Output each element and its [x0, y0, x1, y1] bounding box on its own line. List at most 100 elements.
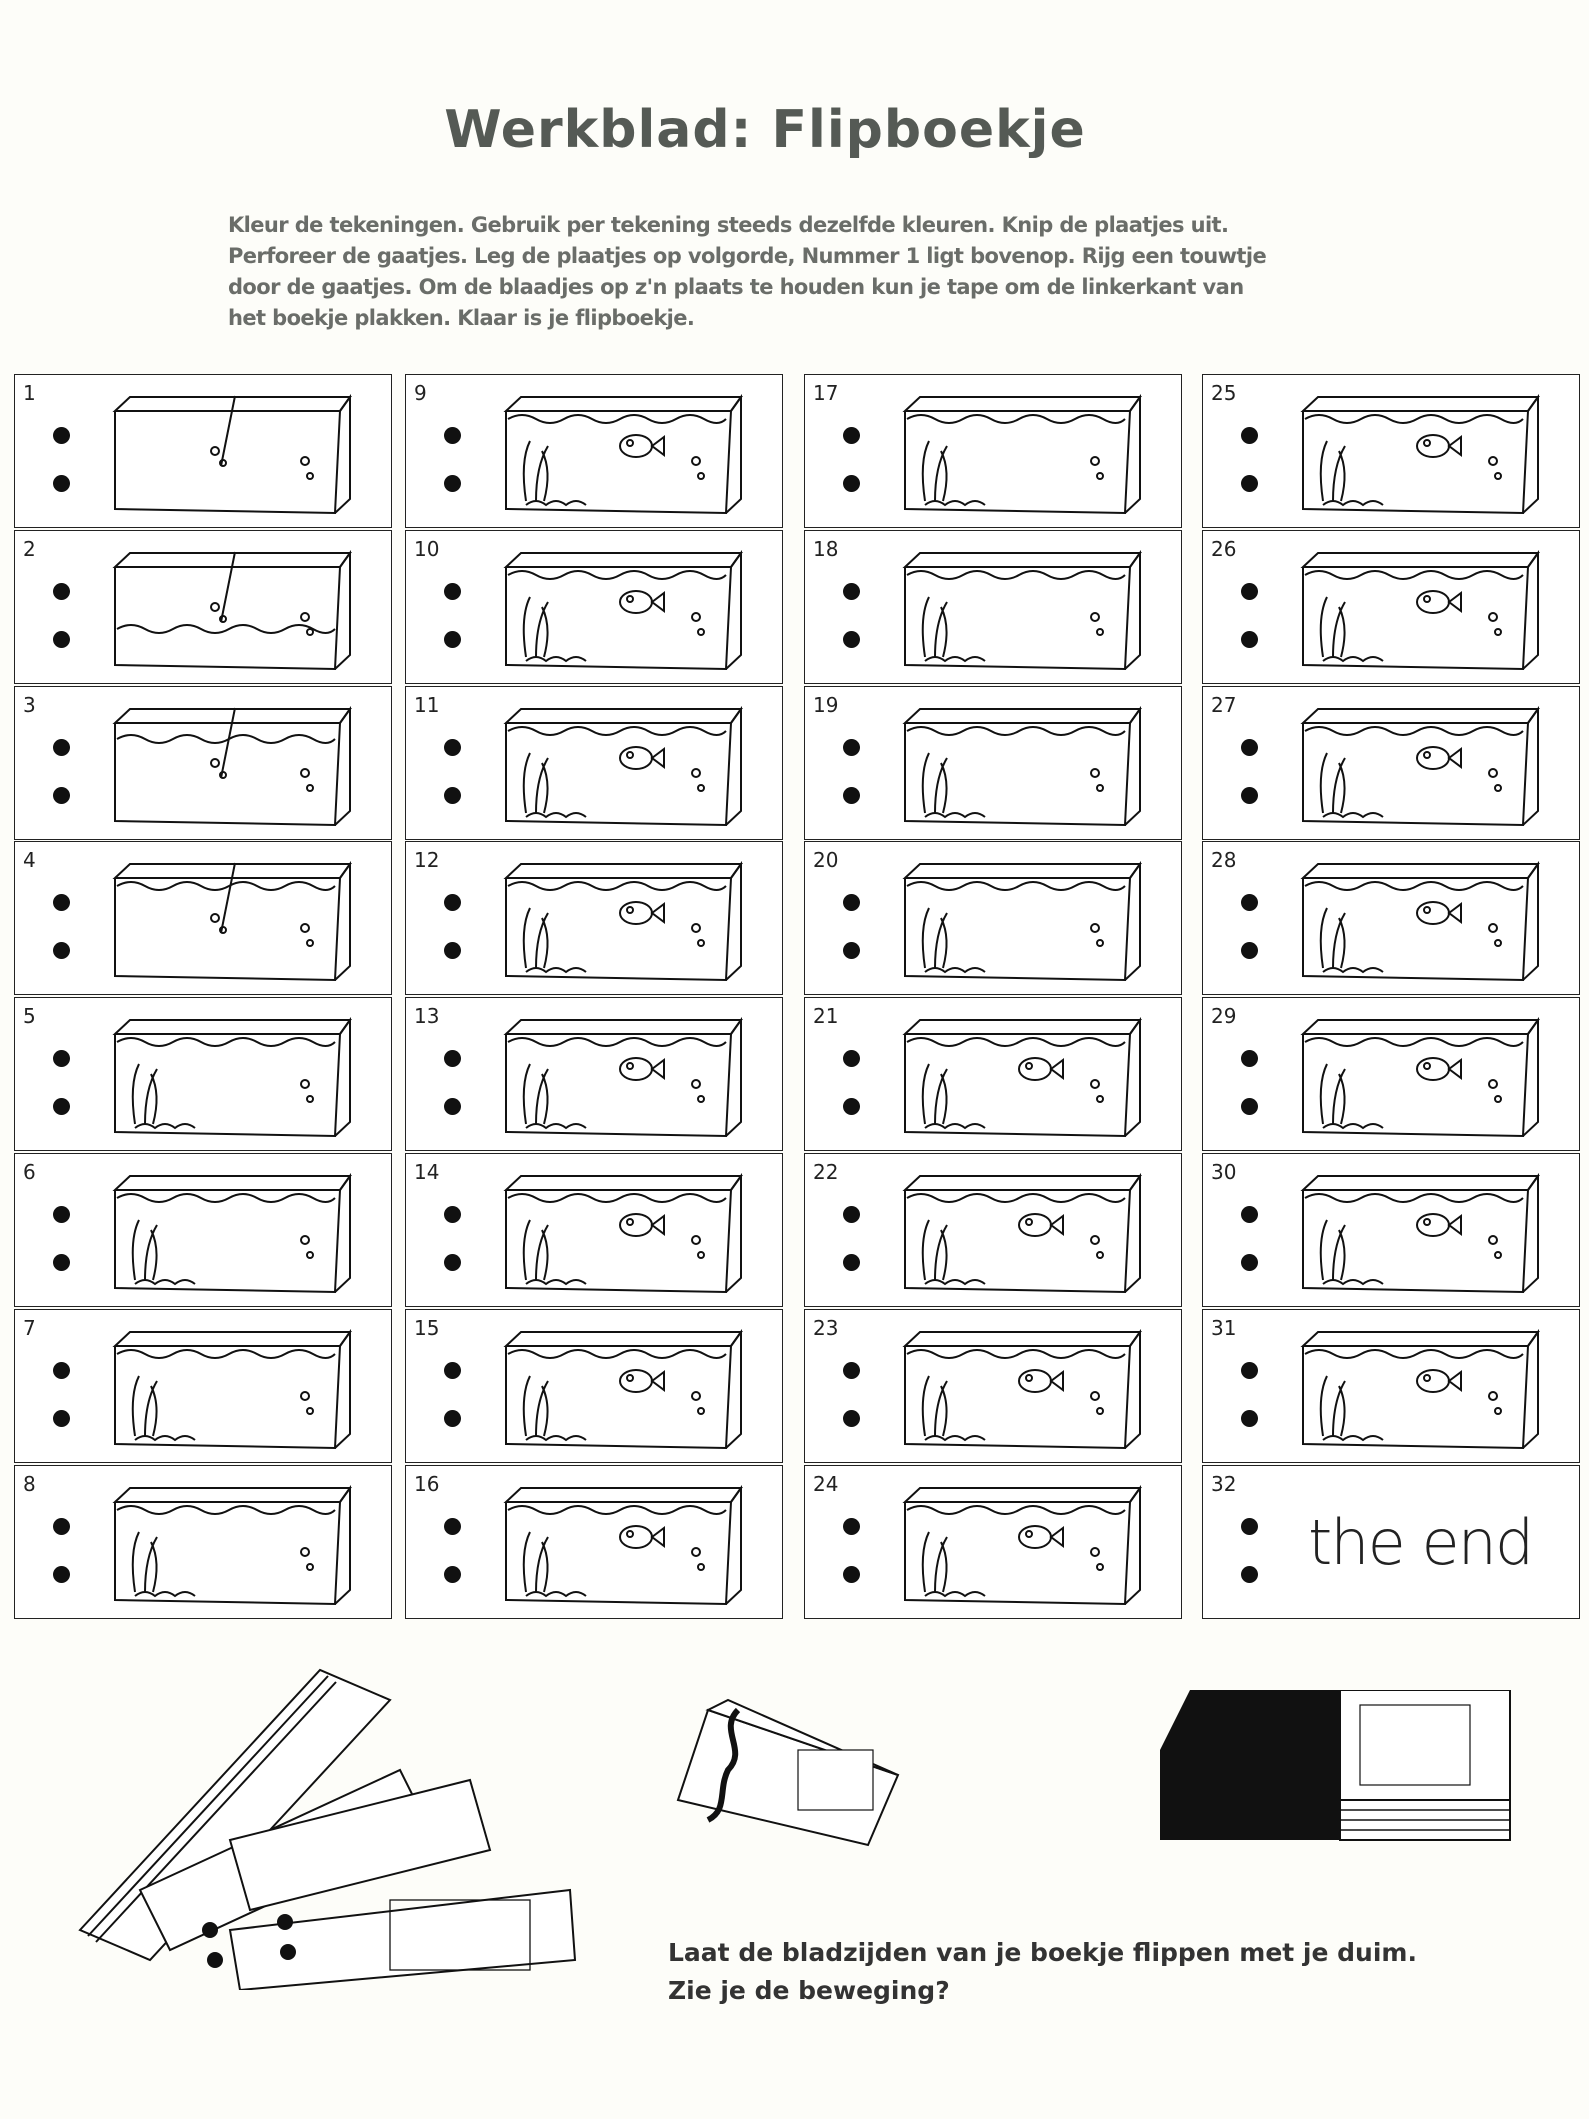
aquarium-drawing: [503, 705, 743, 826]
flipbook-card: 21: [804, 997, 1182, 1152]
footer-line: Zie je de beweging?: [668, 1976, 950, 2005]
aquarium-drawing: [503, 861, 743, 982]
flipbook-card: 8: [14, 1464, 392, 1619]
punch-hole: [1241, 427, 1258, 444]
card-number: 4: [23, 848, 36, 873]
aquarium-drawing: [112, 1328, 352, 1449]
card-number: 26: [1211, 536, 1237, 561]
punch-hole: [53, 1517, 70, 1535]
punch-hole: [843, 894, 860, 912]
card-number: 25: [1211, 381, 1237, 405]
aquarium-drawing: [902, 1484, 1142, 1605]
punch-hole: [444, 1050, 461, 1068]
card-number: 14: [414, 1160, 440, 1184]
card-number: 13: [414, 1004, 440, 1029]
card-number: 5: [23, 1004, 36, 1029]
card-number: 10: [414, 536, 440, 561]
punch-hole: [53, 1098, 70, 1116]
punch-hole: [53, 1565, 70, 1583]
aquarium-drawing: [1300, 1017, 1540, 1138]
punch-hole: [444, 1565, 461, 1583]
punch-hole: [444, 1254, 461, 1271]
card-number: 19: [813, 692, 839, 717]
footer-line: Laat de bladzijden van je boekje flippen…: [668, 1938, 1417, 1967]
punch-hole: [444, 1206, 461, 1223]
card-number: 27: [1211, 692, 1237, 717]
punch-hole: [444, 630, 461, 648]
punch-hole: [843, 1206, 860, 1223]
card-number: 17: [813, 381, 839, 405]
aquarium-drawing: [503, 1484, 743, 1605]
instruction-line: Kleur de tekeningen. Gebruik per tekenin…: [228, 213, 1229, 237]
aquarium-drawing: [503, 549, 743, 670]
flipbook-card: 11: [405, 685, 783, 840]
punch-hole: [843, 1409, 860, 1427]
punch-hole: [843, 1254, 860, 1271]
punch-hole: [53, 582, 70, 600]
flipbook-card: 28: [1202, 841, 1580, 996]
punch-hole: [444, 1098, 461, 1116]
instruction-line: Perforeer de gaatjes. Leg de plaatjes op…: [228, 244, 1267, 268]
flipbook-card: 17: [804, 374, 1182, 528]
end-text: the end: [1308, 1505, 1534, 1579]
flipbook-card: 14: [405, 1153, 783, 1307]
card-number: 23: [813, 1315, 839, 1340]
aquarium-drawing: [902, 705, 1142, 826]
flipbook-card: 4: [14, 841, 392, 996]
flipbook-card: 22: [804, 1153, 1182, 1307]
punch-hole: [53, 894, 70, 912]
flipbook-card: 23: [804, 1308, 1182, 1463]
card-number: 7: [23, 1315, 36, 1340]
aquarium-drawing: [503, 1172, 743, 1294]
card-number: 3: [23, 692, 36, 717]
punch-hole: [53, 1254, 70, 1271]
punch-hole: [1241, 1517, 1258, 1535]
card-number: 18: [813, 536, 839, 561]
card-number: 24: [813, 1471, 839, 1496]
punch-hole: [1241, 1254, 1258, 1271]
punch-hole: [1241, 582, 1258, 600]
flipbook-card: 15: [405, 1308, 783, 1463]
aquarium-drawing: [503, 1328, 743, 1449]
aquarium-drawing: [112, 1484, 352, 1605]
punch-hole: [53, 1206, 70, 1223]
punch-hole: [843, 630, 860, 648]
flipbook-card: 29: [1202, 997, 1580, 1152]
punch-hole: [843, 1050, 860, 1068]
punch-hole: [53, 427, 70, 444]
aquarium-drawing: [1300, 705, 1540, 826]
punch-hole: [444, 582, 461, 600]
punch-hole: [53, 1050, 70, 1068]
stacked-cards-illustration: [78, 1668, 577, 1990]
card-number: 21: [813, 1004, 839, 1029]
flipbook-card: 27: [1202, 685, 1580, 840]
aquarium-drawing: [902, 1172, 1142, 1294]
punch-hole: [843, 427, 860, 444]
punch-hole: [444, 475, 461, 492]
punch-hole: [444, 427, 461, 444]
aquarium-drawing: [503, 1017, 743, 1138]
punch-hole: [843, 1361, 860, 1379]
flipbook-card: 24: [804, 1464, 1182, 1619]
card-number: 16: [414, 1471, 440, 1496]
punch-hole: [53, 942, 70, 960]
card-number: 31: [1211, 1315, 1237, 1340]
instruction-line: het boekje plakken. Klaar is je flipboek…: [228, 306, 695, 330]
aquarium-drawing: [1300, 1328, 1540, 1449]
aquarium-drawing: [112, 861, 352, 982]
punch-hole: [843, 1098, 860, 1116]
punch-hole: [1241, 1409, 1258, 1427]
taped-flipbook-illustration: [1160, 1690, 1511, 1841]
flipbook-card: 2: [14, 529, 392, 684]
flipbook-card: 19: [804, 685, 1182, 840]
punch-hole: [843, 1517, 860, 1535]
aquarium-drawing: [902, 861, 1142, 982]
punch-hole: [1241, 786, 1258, 804]
card-number: 30: [1211, 1160, 1237, 1184]
footer-text: Laat de bladzijden van je boekje flippen…: [668, 1934, 1417, 2010]
card-number: 12: [414, 848, 440, 873]
card-number: 20: [813, 848, 839, 873]
punch-hole: [1241, 1565, 1258, 1583]
punch-hole: [53, 475, 70, 492]
